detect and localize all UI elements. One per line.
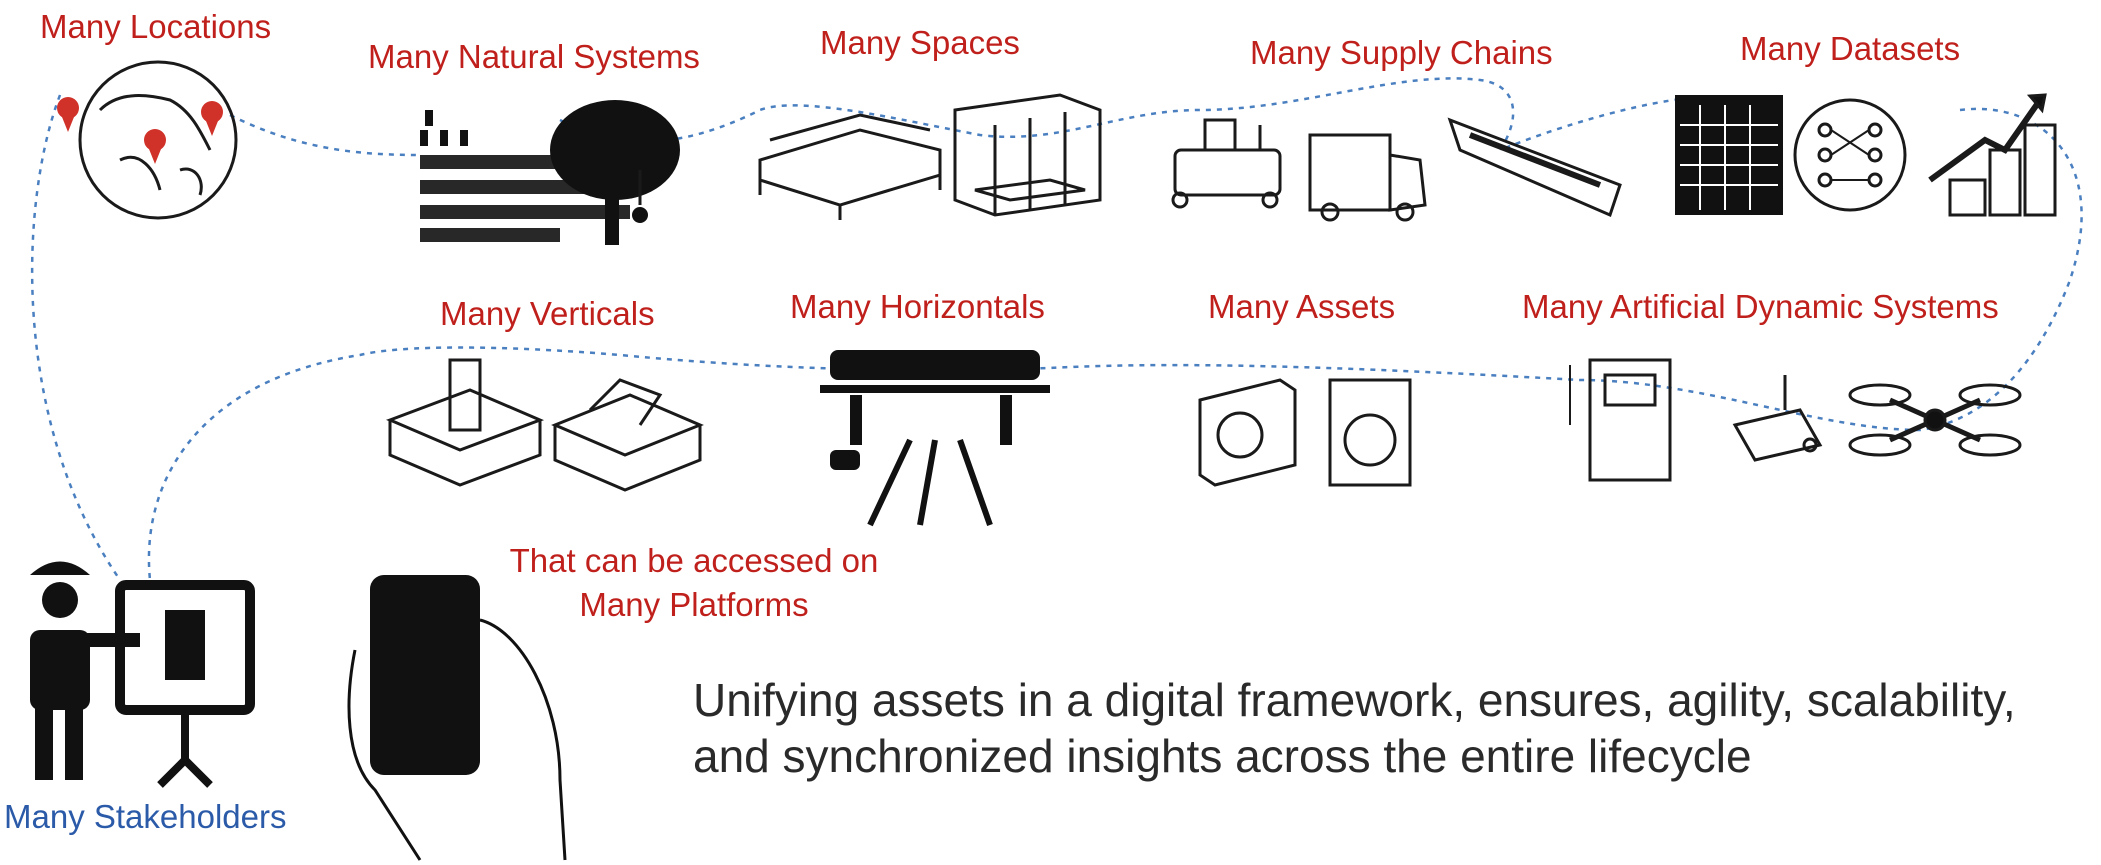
house-icon xyxy=(551,378,704,492)
label-many-supply-chains: Many Supply Chains xyxy=(1250,34,1553,71)
label-many-datasets: Many Datasets xyxy=(1740,30,1961,67)
label-many-natural-systems: Many Natural Systems xyxy=(368,38,700,75)
label-many-verticals: Many Verticals xyxy=(440,295,655,332)
people-group-icon xyxy=(420,110,630,242)
label-platforms-line2: Many Platforms xyxy=(579,586,809,623)
label-many-spaces: Many Spaces xyxy=(820,24,1020,61)
robot-icon xyxy=(1171,118,1282,209)
train-bridge-icon xyxy=(820,350,1050,527)
air-conditioner-icon xyxy=(1198,378,1297,487)
spreadsheet-icon xyxy=(1675,95,1783,215)
washing-machine-icon xyxy=(1328,378,1412,487)
label-many-assets: Many Assets xyxy=(1208,288,1396,325)
label-many-locations: Many Locations xyxy=(40,8,272,45)
label-many-artificial-dynamic-systems: Many Artificial Dynamic Systems xyxy=(1522,288,1999,325)
network-icon xyxy=(1793,98,1907,212)
kitchen-icon xyxy=(953,93,1102,217)
smartphone-icon xyxy=(347,575,567,861)
caption-text: Unifying assets in a digital framework, … xyxy=(693,674,2016,782)
cargo-ship-icon xyxy=(1447,117,1622,218)
label-many-horizontals: Many Horizontals xyxy=(790,288,1045,325)
control-panel-icon xyxy=(1569,358,1672,482)
tree-icon xyxy=(550,100,680,245)
bedroom-icon xyxy=(758,113,942,220)
globe-icon xyxy=(57,60,238,220)
tower-building-icon xyxy=(385,358,545,487)
truck-icon xyxy=(1308,133,1427,222)
drone-icon xyxy=(1848,383,2022,457)
growth-chart-icon xyxy=(1928,93,2057,217)
label-many-stakeholders: Many Stakeholders xyxy=(4,798,287,835)
label-platforms-line1: That can be accessed on xyxy=(509,542,879,579)
camera-icon xyxy=(1732,375,1823,462)
presenter-icon xyxy=(30,561,255,788)
